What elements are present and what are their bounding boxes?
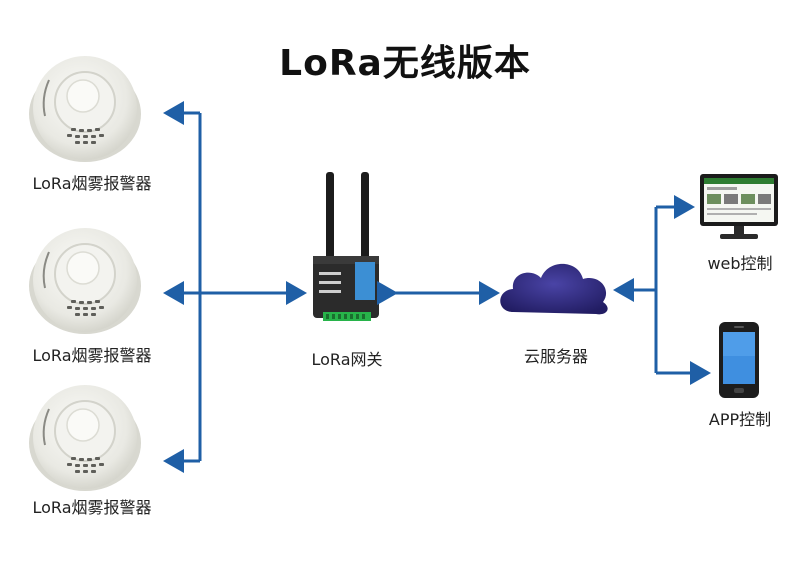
smoke-alarm-icon — [28, 227, 142, 335]
gateway-label: LoRa网关 — [311, 350, 383, 369]
diagram-title: LoRa无线版本 — [279, 43, 531, 84]
alarm-connectors — [163, 101, 307, 473]
web-control-label: web控制 — [707, 254, 773, 273]
cloud-client-connectors — [613, 195, 711, 385]
cloud-label: 云服务器 — [523, 347, 588, 366]
smoke-alarm-icon — [28, 384, 142, 492]
monitor-icon — [700, 174, 778, 239]
smoke-alarm-label: LoRa烟雾报警器 — [32, 498, 152, 517]
smoke-alarm-label: LoRa烟雾报警器 — [32, 346, 152, 365]
smoke-alarm-icon — [28, 55, 142, 163]
gateway-icon — [313, 172, 379, 321]
phone-icon — [719, 322, 759, 398]
app-control-label: APP控制 — [708, 410, 772, 429]
smoke-alarm-label: LoRa烟雾报警器 — [32, 174, 152, 193]
cloud-icon — [500, 263, 608, 315]
